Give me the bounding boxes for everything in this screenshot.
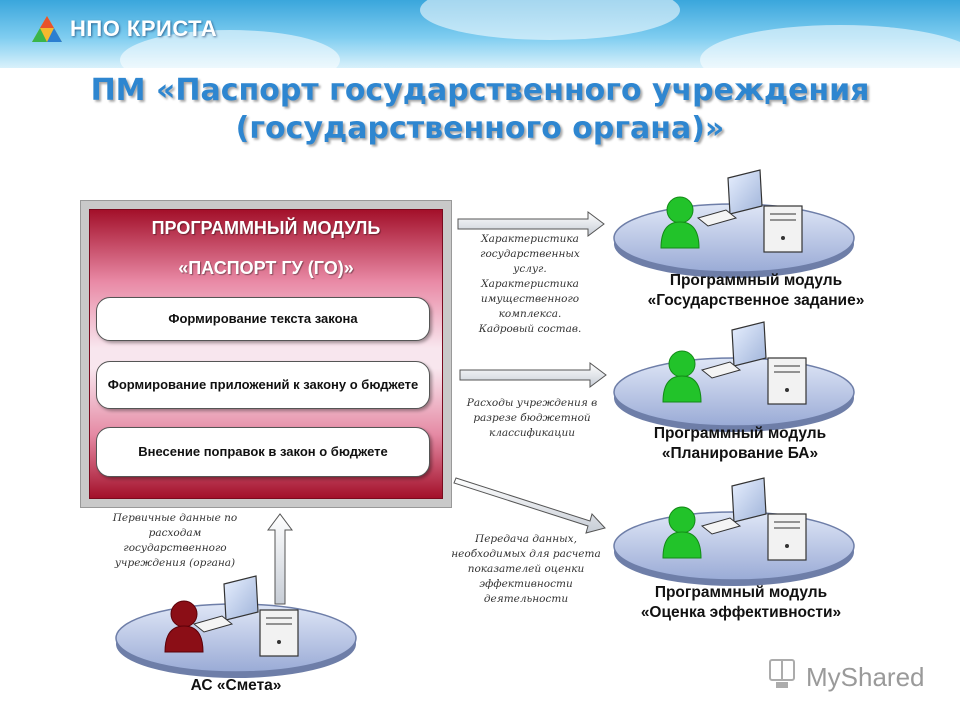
note-line: разрезе бюджетной xyxy=(473,412,591,424)
watermark-text: MyShared xyxy=(806,662,925,692)
caption-ocenka: Программный модуль «Оценка эффективности… xyxy=(596,583,886,623)
workstation-ocenka xyxy=(613,477,855,586)
module-item-text: Формирование текста закона xyxy=(96,297,430,341)
note-source: Первичные данные по расходам государстве… xyxy=(104,511,246,571)
note-line: Первичные данные по xyxy=(112,512,238,524)
module-passport-panel: ПРОГРАММНЫЙ МОДУЛЬ «ПАСПОРТ ГУ (ГО)» Фор… xyxy=(89,209,443,499)
title-line-2: (государственного органа)» xyxy=(235,111,725,146)
caption-goszadanie: Программный модуль «Государственное зада… xyxy=(606,271,906,311)
caption-line: «Планирование БА» xyxy=(661,445,819,462)
arrow-up-from-smeta xyxy=(267,513,293,605)
note-line: государственного xyxy=(123,542,227,554)
note-line: классификации xyxy=(488,427,576,439)
note-goszadanie: Характеристика государственных услуг. Ха… xyxy=(462,232,598,337)
arrow-to-ocenka xyxy=(453,477,606,534)
page-title: ПМ «Паспорт государственного учреждения … xyxy=(0,72,960,148)
user-icon xyxy=(662,506,702,559)
note-line: учреждения (органа) xyxy=(114,557,236,569)
note-line: имущественного xyxy=(480,293,580,305)
note-line: расходам xyxy=(148,527,202,539)
user-icon xyxy=(662,350,702,403)
workstation-goszadanie xyxy=(613,169,855,278)
arrow-to-planirovanie xyxy=(459,362,607,388)
note-line: Характеристика xyxy=(481,278,579,290)
company-logo: НПО КРИСТА xyxy=(30,14,217,44)
caption-line: «Оценка эффективности» xyxy=(640,604,842,621)
computer-icon xyxy=(700,321,807,405)
header-band: НПО КРИСТА xyxy=(0,0,960,68)
module-item-amendments: Внесение поправок в закон о бюджете xyxy=(96,427,430,477)
module-heading-line-2: «ПАСПОРТ ГУ (ГО)» xyxy=(178,258,354,278)
workstation-smeta xyxy=(115,575,357,678)
caption-line: Программный модуль xyxy=(669,272,843,289)
note-line: деятельности xyxy=(483,593,569,605)
title-line-1: ПМ «Паспорт государственного учреждения xyxy=(90,73,870,108)
module-heading-line-1: ПРОГРАММНЫЙ МОДУЛЬ xyxy=(151,218,381,238)
krista-logo-icon xyxy=(32,16,62,42)
user-icon xyxy=(660,196,700,249)
logo-text: НПО КРИСТА xyxy=(70,16,218,41)
note-line: необходимых для расчета xyxy=(451,548,601,560)
note-ocenka: Передача данных, необходимых для расчета… xyxy=(440,532,612,607)
caption-line: Программный модуль xyxy=(654,584,828,601)
note-line: эффективности xyxy=(479,578,573,590)
watermark-icon xyxy=(769,659,795,688)
module-item-appendices: Формирование приложений к закону о бюдже… xyxy=(96,361,430,409)
note-planirovanie: Расходы учреждения в разрезе бюджетной к… xyxy=(462,396,602,441)
note-line: государственных услуг. xyxy=(480,248,580,275)
note-line: Расходы учреждения в xyxy=(466,397,598,409)
caption-planirovanie: Программный модуль «Планирование БА» xyxy=(600,424,880,464)
note-line: Передача данных, xyxy=(475,533,577,545)
caption-line: Программный модуль xyxy=(653,425,827,442)
arrow-to-goszadanie xyxy=(457,211,605,237)
caption-smeta: АС «Смета» xyxy=(190,677,282,694)
note-line: Характеристика xyxy=(481,233,579,245)
computer-icon xyxy=(700,477,807,561)
note-line: Кадровый состав. xyxy=(478,323,582,335)
computer-icon xyxy=(192,575,299,657)
workstation-planirovanie xyxy=(613,321,855,432)
note-line: комплекса. xyxy=(498,308,562,320)
user-icon xyxy=(164,600,204,653)
module-passport: ПРОГРАММНЫЙ МОДУЛЬ «ПАСПОРТ ГУ (ГО)» Фор… xyxy=(80,200,452,508)
note-line: показателей оценки xyxy=(467,563,585,575)
computer-icon xyxy=(696,169,803,253)
caption-line: «Государственное задание» xyxy=(647,292,865,309)
